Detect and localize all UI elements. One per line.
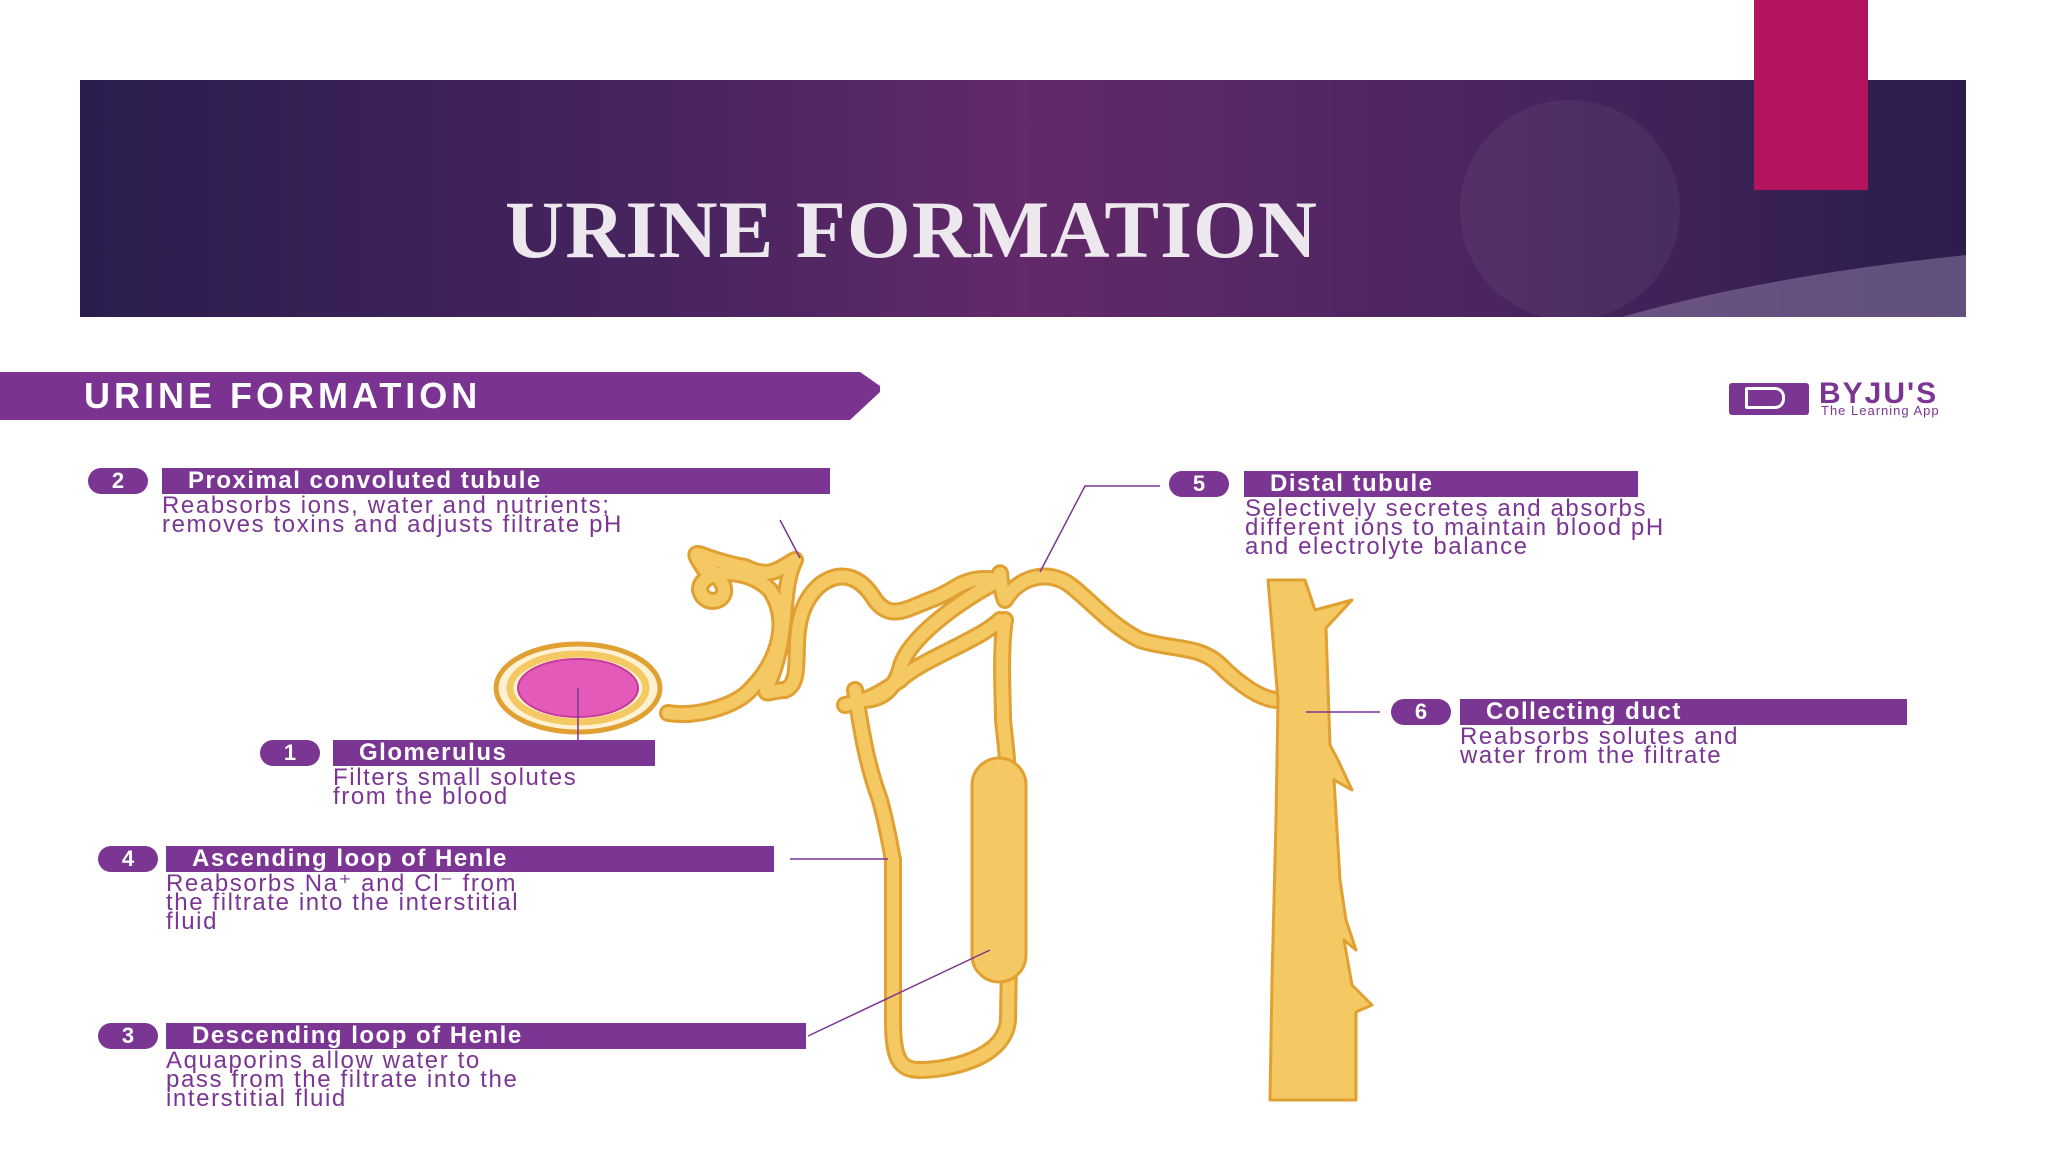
- label-title-descending-loop: Descending loop of Henle: [166, 1023, 806, 1049]
- label-desc-collecting-duct: Reabsorbs solutes and water from the fil…: [1460, 727, 1739, 765]
- desc-line: removes toxins and adjusts filtrate pH: [162, 515, 623, 534]
- label-number-6: 6: [1391, 699, 1451, 725]
- label-number-3: 3: [98, 1023, 158, 1049]
- descending-limb-thick: [972, 758, 1026, 982]
- label-number-2: 2: [88, 468, 148, 494]
- desc-line: water from the filtrate: [1460, 746, 1739, 765]
- label-desc-distal-tubule: Selectively secretes and absorbs differe…: [1245, 499, 1665, 556]
- label-title-collecting-duct: Collecting duct: [1460, 699, 1907, 725]
- label-number-1: 1: [260, 740, 320, 766]
- label-desc-descending-loop: Aquaporins allow water to pass from the …: [166, 1051, 518, 1108]
- leader-line-2: [780, 520, 800, 558]
- label-title-ascending-loop: Ascending loop of Henle: [166, 846, 774, 872]
- label-number-5: 5: [1169, 471, 1229, 497]
- label-number-4: 4: [98, 846, 158, 872]
- label-title-glomerulus: Glomerulus: [333, 740, 655, 766]
- collecting-duct: [1268, 580, 1372, 1100]
- label-desc-glomerulus: Filters small solutes from the blood: [333, 768, 577, 806]
- label-title-proximal-tubule: Proximal convoluted tubule: [162, 468, 830, 494]
- leader-line-5: [1040, 486, 1160, 572]
- desc-line: the filtrate into the interstitial: [166, 893, 519, 912]
- label-desc-proximal-tubule: Reabsorbs ions, water and nutrients; rem…: [162, 496, 623, 534]
- label-title-distal-tubule: Distal tubule: [1244, 471, 1638, 497]
- label-desc-ascending-loop: Reabsorbs Na⁺ and Cl⁻ from the filtrate …: [166, 874, 519, 931]
